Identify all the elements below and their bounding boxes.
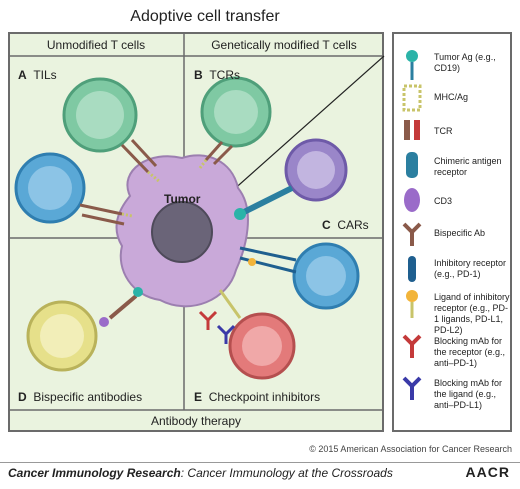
- panel-d-label: D Bispecific antibodies: [18, 390, 143, 404]
- legend-item-inhibitory-receptor: Inhibitory receptor (e.g., PD-1): [434, 258, 507, 279]
- section-antibody-therapy: Antibody therapy: [150, 414, 242, 428]
- tcell-b: [200, 76, 272, 148]
- section-unmodified: Unmodified T cells: [46, 38, 146, 52]
- legend-item-tcr: TCR: [434, 126, 453, 136]
- tcell-e-blue: [292, 242, 360, 310]
- section-genetically-modified: Genetically modified T cells: [211, 38, 357, 52]
- aacr-logo: AACR: [465, 464, 510, 480]
- panel-b-label: B TCRs: [194, 68, 241, 82]
- panel-e-label: E Checkpoint inhibitors: [194, 390, 321, 404]
- panel-a-label: A TILs: [18, 68, 57, 82]
- tcell-a-top: [62, 77, 138, 153]
- copyright-notice: © 2015 American Association for Cancer R…: [309, 444, 512, 454]
- mhc-connections: [121, 159, 208, 218]
- legend-item-blocking-ligand: Blocking mAb for the ligand (e.g., anti–…: [434, 378, 503, 410]
- tumor-cell: [115, 154, 249, 308]
- figure-title: Adoptive cell transfer: [130, 8, 280, 25]
- legend-icons: [402, 50, 422, 400]
- legend-item-blocking-receptor: Blocking mAb for the receptor (e.g., ant…: [434, 336, 506, 368]
- tcell-c: [284, 138, 348, 202]
- legend-item-mhc: MHC/Ag: [434, 92, 469, 102]
- legend-item-bispecific: Bispecific Ab: [434, 228, 486, 238]
- legend-item-car: Chimeric antigen receptor: [434, 156, 502, 177]
- footer-bar: [0, 462, 520, 489]
- tumor-label: Tumor: [164, 192, 201, 206]
- tcell-d: [26, 300, 98, 372]
- panel-c-label: C CARs: [322, 218, 369, 232]
- legend-item-cd3: CD3: [434, 196, 453, 206]
- tcell-a-left: [14, 152, 86, 224]
- tcr-connections: [79, 138, 234, 226]
- tcell-e-red: [228, 312, 296, 380]
- legend-item-inhibitory-ligand: Ligand of inhibitory receptor (e.g., PD-…: [434, 292, 510, 335]
- checkpoint-connections: [198, 246, 297, 344]
- car-connection: [234, 185, 294, 220]
- legend-item-tumor-antigen: Tumor Ag (e.g., CD19): [434, 52, 496, 73]
- bispecific-connection: [99, 287, 143, 327]
- footer-journal: Cancer Immunology Research: Cancer Immun…: [8, 466, 393, 480]
